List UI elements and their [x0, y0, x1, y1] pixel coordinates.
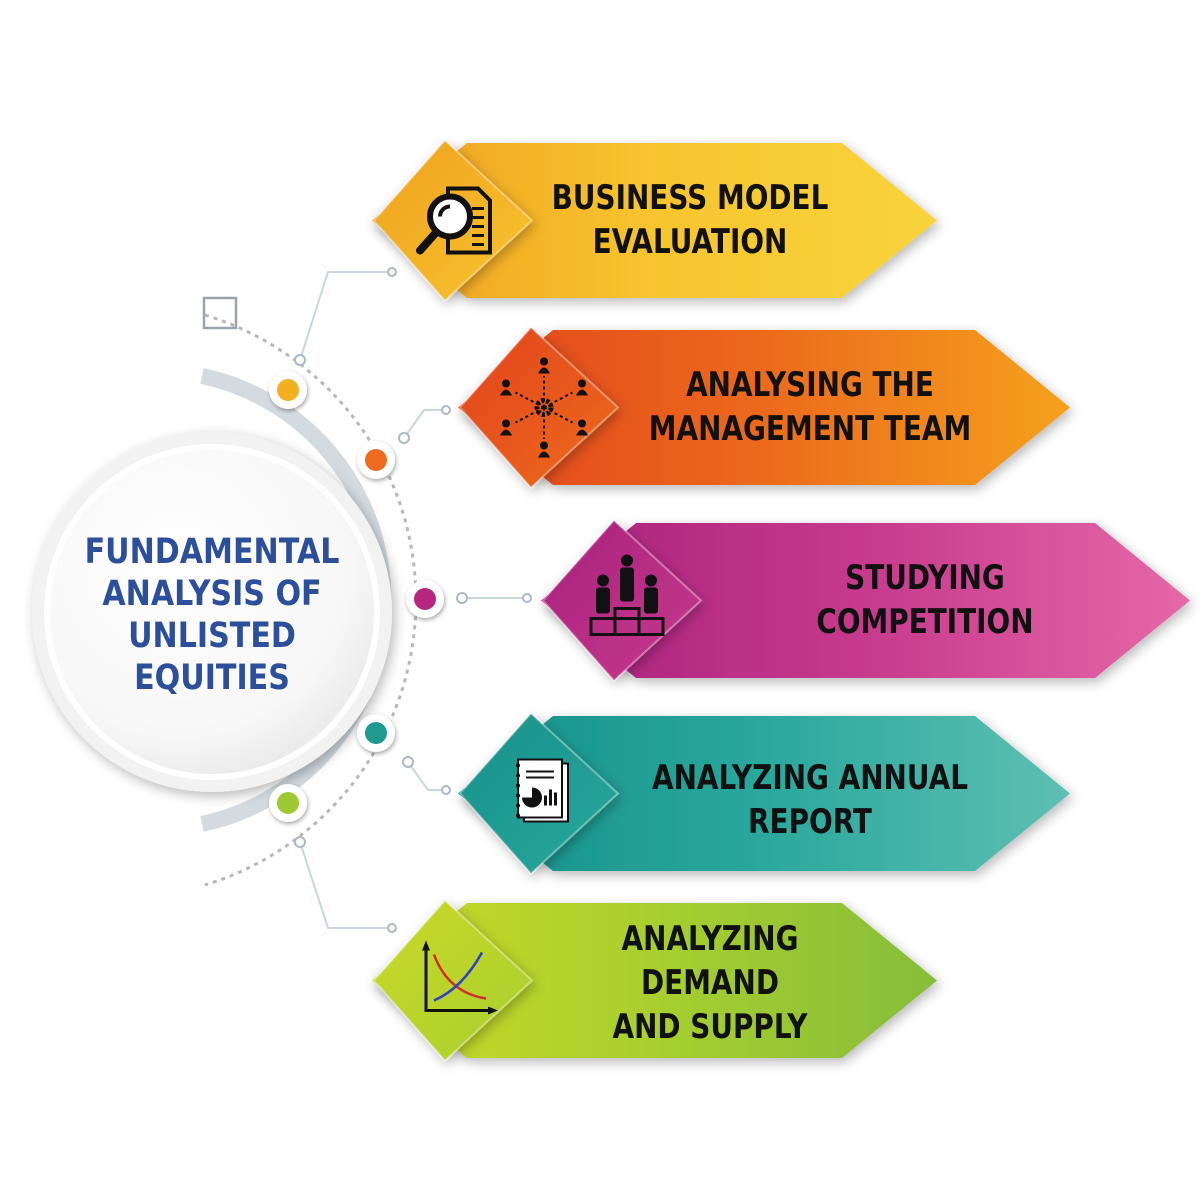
timeline-dot — [357, 441, 395, 479]
document-magnifier-icon — [416, 186, 492, 255]
timeline-dot — [269, 784, 307, 822]
timeline-dot — [357, 714, 395, 752]
icon-diamond — [372, 899, 534, 1062]
step-banner — [458, 326, 1070, 489]
team-network-icon — [500, 357, 588, 458]
demand-supply-chart-icon — [422, 940, 498, 1015]
timeline-dots — [269, 371, 444, 822]
center-title-line: FUNDAMENTAL — [84, 532, 340, 572]
step-banner — [372, 139, 937, 302]
timeline-dot — [406, 580, 444, 618]
step-banners — [372, 139, 1190, 1062]
center-title-line: ANALYSIS OF — [102, 574, 322, 614]
banner-shape — [541, 523, 1190, 678]
timeline-dot — [269, 371, 307, 409]
square-outline-icon — [202, 296, 238, 330]
step-label-annual-report: ANALYZING ANNUAL REPORT — [652, 758, 968, 842]
step-banner — [458, 712, 1070, 875]
podium-icon — [589, 554, 665, 636]
center-title: FUNDAMENTAL ANALYSIS OF UNLISTED EQUITIE… — [83, 505, 341, 725]
connector-nodes — [294, 267, 532, 933]
annual-report-icon — [516, 758, 569, 823]
center-title-line: EQUITIES — [134, 658, 290, 698]
banner-shape — [458, 716, 1070, 871]
step-label-studying-competition: STUDYING COMPETITION — [816, 558, 1034, 642]
center-circle — [32, 432, 392, 792]
center-title-line: UNLISTED — [128, 616, 296, 656]
step-banner — [541, 519, 1190, 682]
banner-shape — [372, 143, 937, 298]
banner-shape — [372, 903, 937, 1058]
step-banner — [372, 899, 937, 1062]
step-label-business-model: BUSINESS MODEL EVALUATION — [551, 178, 829, 262]
banner-shape — [458, 330, 1070, 485]
connectors — [299, 271, 527, 929]
step-label-management-team: ANALYSING THE MANAGEMENT TEAM — [648, 365, 972, 449]
step-label-demand-supply: ANALYZING DEMAND AND SUPPLY — [612, 919, 808, 1047]
